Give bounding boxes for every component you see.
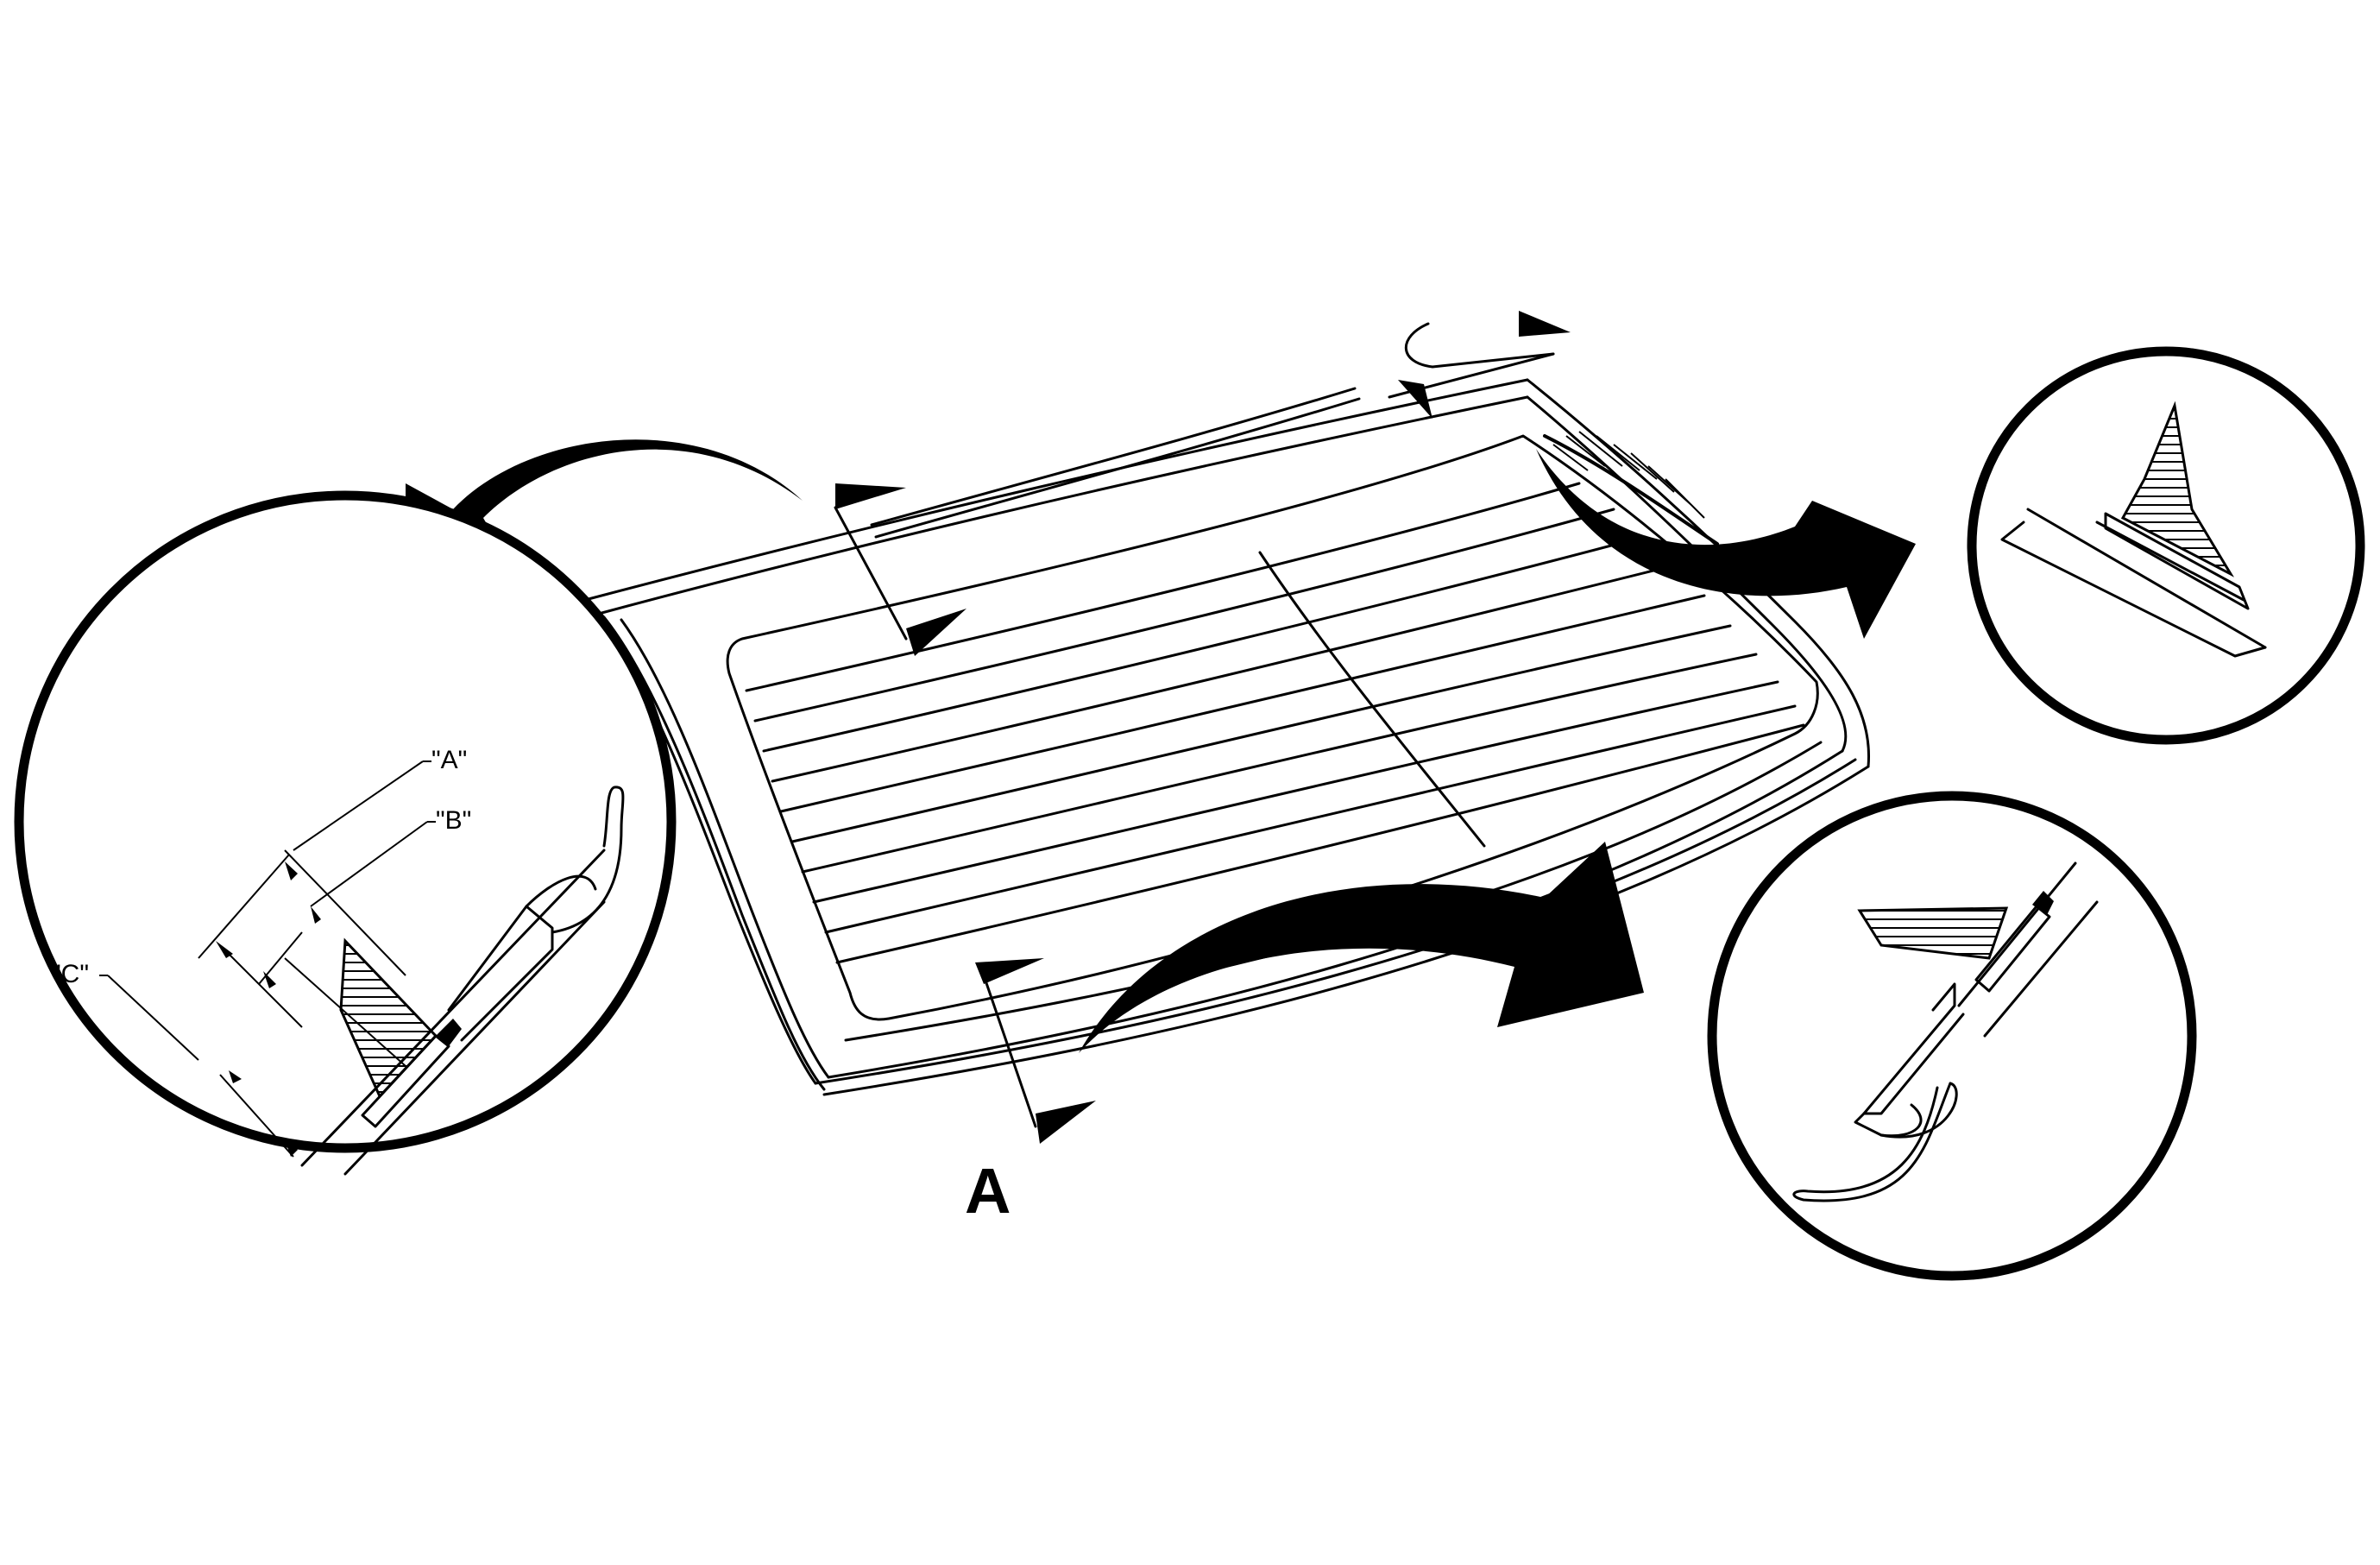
section-line-top-left — [834, 483, 966, 656]
section-label-a: A — [965, 1155, 1011, 1227]
dimension-label-c: "C" — [52, 960, 89, 988]
detail-circle-top-right — [1967, 346, 2365, 745]
dimension-label-a: "A" — [431, 746, 467, 774]
detail-circle-bottom-right — [1707, 791, 2197, 1281]
dimension-label-b: "B" — [436, 806, 471, 835]
section-line-bottom: A — [965, 958, 1096, 1227]
detail-circle-left: "A" "B" "C" — [14, 490, 677, 1176]
arrow-to-top-right-detail — [1536, 449, 1916, 639]
arrow-to-bottom-right-detail — [1079, 842, 1644, 1053]
arrow-to-left-detail — [406, 439, 803, 578]
section-line-top-right — [1388, 311, 1571, 419]
rear-window-glass — [583, 378, 1871, 1096]
